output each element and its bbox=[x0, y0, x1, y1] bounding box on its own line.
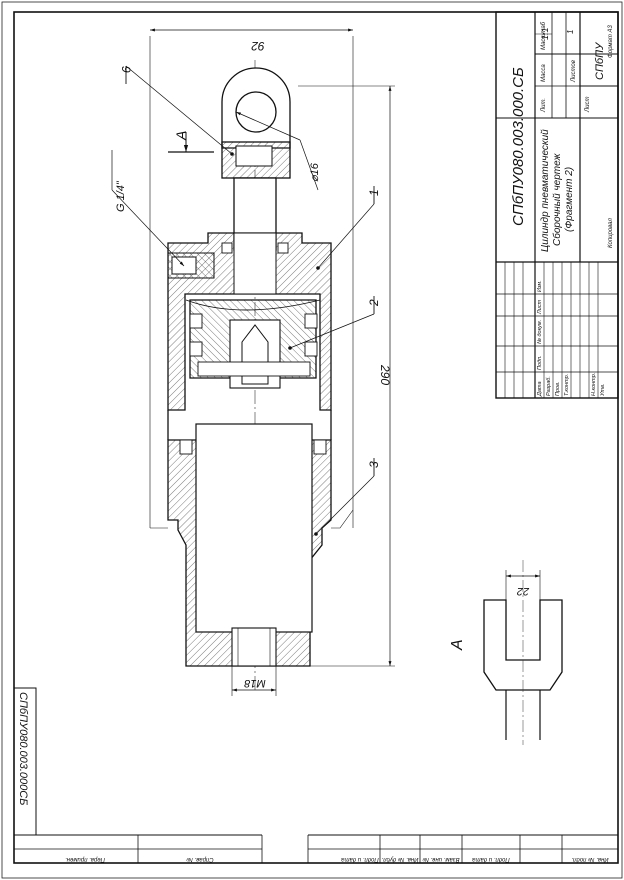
role-1: Разраб. bbox=[546, 376, 552, 396]
sheet-label: Лист bbox=[585, 97, 591, 113]
copied-label: Копировал bbox=[608, 218, 614, 248]
position-1: 1 bbox=[367, 189, 381, 196]
position-3: 3 bbox=[367, 461, 381, 468]
position-9: 9 bbox=[119, 66, 133, 73]
dim-thread-end: M18 bbox=[243, 677, 265, 689]
position-leaders: 1 2 3 9 bbox=[119, 65, 381, 536]
scale-header: Масштаб bbox=[541, 21, 547, 50]
position-2: 2 bbox=[367, 299, 381, 307]
title-line-3: (Фрагмент 2) bbox=[564, 167, 575, 232]
role-3: Т.контр. bbox=[564, 374, 570, 396]
role-2: Пров. bbox=[555, 381, 561, 396]
strip-left-1: Перв. примен. bbox=[65, 856, 105, 862]
change-header-2: Лист bbox=[537, 299, 543, 315]
dim-length: 290 bbox=[378, 364, 392, 385]
dim-slot: 22 bbox=[517, 585, 530, 597]
title-block: СПбПУ080.003.000.СБ Цилиндр пневматическ… bbox=[495, 11, 619, 399]
doc-number-side: СПбПУ080.003.000СБ bbox=[17, 692, 29, 805]
doc-number: СПбПУ080.003.000.СБ bbox=[510, 67, 527, 226]
title-line-1: Цилиндр пневматический bbox=[540, 129, 551, 252]
dimensions: 92 290 ⌀16 G 1/4" M18 А bbox=[111, 28, 395, 696]
lit-header: Лит. bbox=[541, 98, 547, 113]
change-header-3: № докум. bbox=[537, 320, 543, 344]
view-a: 22 А bbox=[449, 560, 563, 745]
change-header-4: Подп. bbox=[537, 355, 543, 370]
strip-left-2: Справ. № bbox=[186, 856, 214, 863]
change-header-5: Дата bbox=[537, 381, 543, 397]
dim-eye-hole: ⌀16 bbox=[309, 162, 321, 182]
bottom-strip: Подп. и дата Инв. № дубл. Взам. инв. № П… bbox=[13, 687, 618, 863]
section-arrow-label: А bbox=[173, 131, 189, 141]
strip-cell-3: Взам. инв. № bbox=[422, 856, 460, 863]
sheets-label: Листов bbox=[571, 60, 577, 83]
strip-cell-5: Инв. № подл. bbox=[571, 856, 608, 863]
cylinder-section bbox=[149, 36, 354, 690]
dim-width: 92 bbox=[251, 39, 265, 53]
role-5: Н.контр. bbox=[591, 373, 597, 396]
strip-cell-1: Подп. и дата bbox=[341, 856, 379, 862]
inner-frame bbox=[13, 11, 619, 864]
organization: СПбПУ bbox=[594, 42, 606, 80]
mass-header: Масса bbox=[541, 64, 547, 82]
strip-cell-4: Подп. и дата bbox=[472, 856, 510, 862]
scale-value: 1:1 bbox=[540, 27, 550, 40]
format-label: Формат А3 bbox=[608, 25, 614, 58]
view-label: А bbox=[449, 639, 466, 651]
sheets-value: 1 bbox=[566, 30, 575, 34]
strip-cell-2: Инв. № дубл. bbox=[382, 856, 419, 863]
role-6: Утв. bbox=[600, 384, 606, 398]
title-line-2: Сборочный чертеж bbox=[551, 152, 563, 246]
change-header-1: Изм. bbox=[537, 280, 543, 292]
dim-thread-port: G 1/4" bbox=[115, 180, 127, 212]
